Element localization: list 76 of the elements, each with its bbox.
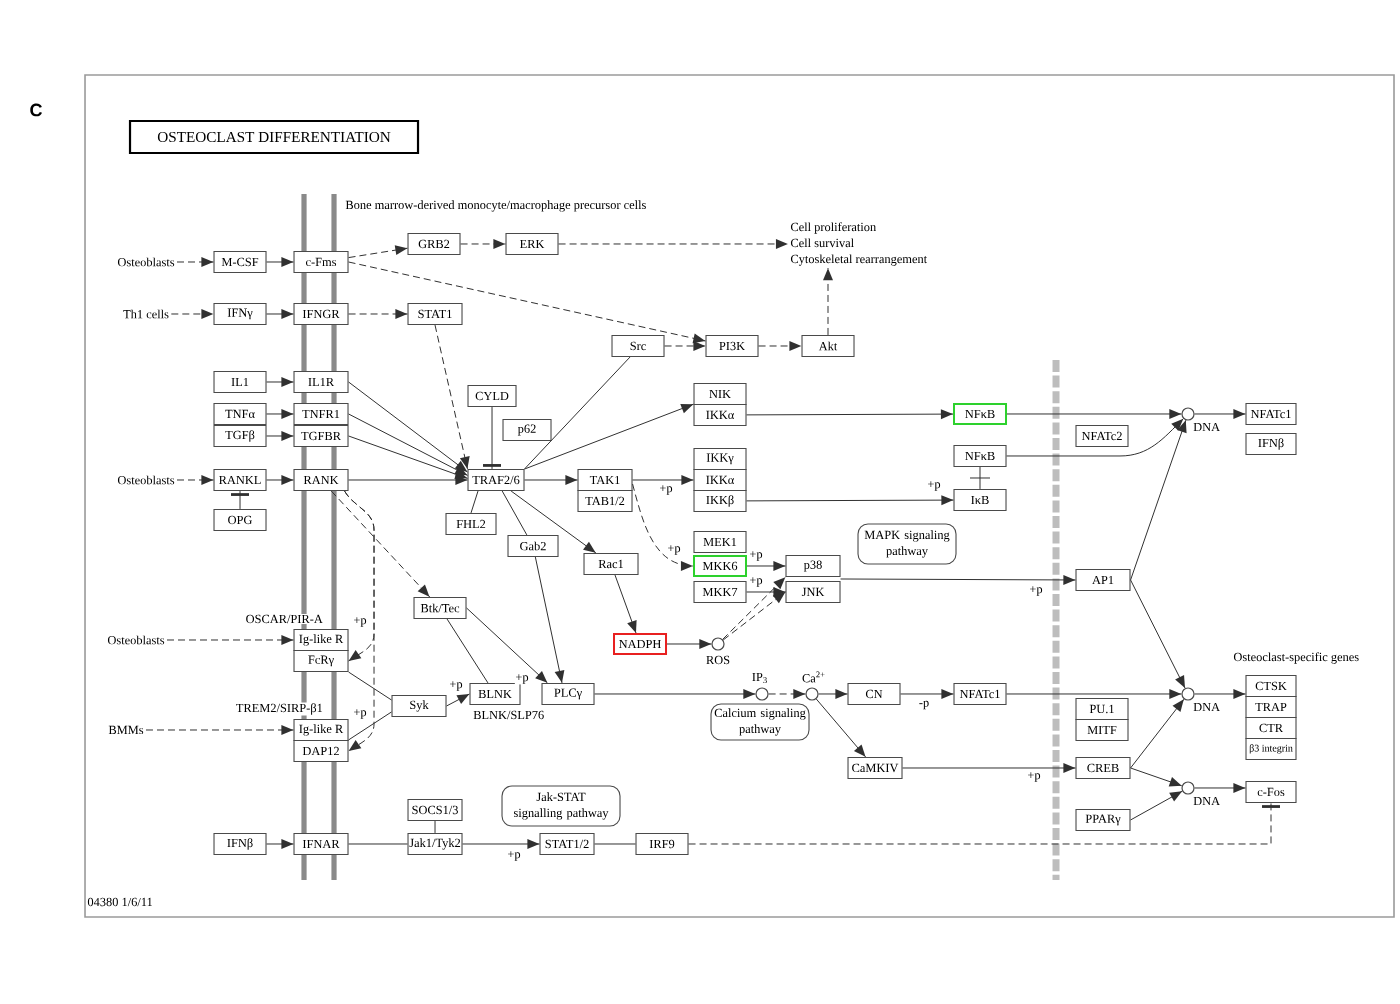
arrow [818, 689, 848, 699]
arrow [902, 763, 1076, 773]
arrow [746, 495, 954, 506]
arrow [1194, 409, 1246, 419]
arrow [446, 693, 470, 707]
panel-letter: C [30, 103, 43, 117]
arrow [558, 239, 789, 249]
link-line [594, 843, 636, 845]
arrow [1006, 409, 1182, 419]
arrow [614, 574, 637, 634]
arrow [632, 475, 694, 485]
arrow [664, 341, 706, 351]
arrow [1006, 689, 1182, 699]
arrow [1194, 783, 1246, 793]
arrow [1006, 418, 1184, 457]
arrow [348, 435, 468, 479]
link-line [501, 490, 528, 536]
arrow [823, 267, 833, 336]
arrow [524, 403, 694, 470]
arrow [266, 257, 294, 267]
arrow [524, 475, 578, 485]
arrow [815, 698, 867, 758]
arrow [348, 261, 706, 344]
arrow [466, 607, 548, 684]
arrow [344, 490, 375, 752]
link-line [470, 490, 479, 514]
arrow [176, 257, 214, 267]
arrow [1130, 767, 1183, 787]
arrow [722, 591, 786, 641]
arrow [145, 725, 294, 735]
link-line [434, 820, 436, 834]
arrow [266, 309, 294, 319]
arrow [1130, 419, 1187, 581]
arrow [746, 561, 786, 571]
link-line [348, 671, 392, 701]
arrow [1130, 698, 1185, 769]
arrow [722, 576, 786, 640]
arrow [1130, 790, 1183, 821]
arrow [348, 381, 468, 473]
arrow [758, 341, 802, 351]
arrow [900, 689, 954, 699]
link-line [348, 711, 392, 741]
arrow [330, 490, 431, 598]
arrow [1194, 689, 1246, 699]
link-line [969, 466, 991, 490]
arrow [266, 431, 294, 441]
arrow [534, 556, 565, 684]
arrow [462, 839, 540, 849]
arrow [266, 409, 294, 419]
link-line [348, 843, 408, 845]
inhibition-line [688, 802, 1280, 845]
arrow [348, 245, 408, 259]
arrow [170, 309, 214, 319]
arrow [266, 839, 294, 849]
arrow [266, 475, 294, 485]
arrow [840, 574, 1076, 585]
arrow [510, 490, 597, 554]
arrow [266, 377, 294, 387]
inhibition-line [483, 406, 501, 470]
arrow [746, 409, 954, 420]
link-line [446, 618, 489, 684]
arrow [1130, 579, 1186, 689]
link-line [524, 356, 631, 470]
arrow [666, 639, 712, 649]
arrow [348, 475, 468, 485]
arrow [166, 635, 294, 645]
arrow [434, 324, 470, 470]
arrow [768, 689, 806, 699]
arrow [594, 689, 756, 699]
arrow [348, 413, 468, 476]
inhibition-line [231, 490, 249, 510]
arrow [460, 239, 506, 249]
arrow [176, 475, 214, 485]
arrow [746, 587, 786, 597]
arrow [632, 483, 694, 571]
arrow [348, 309, 408, 319]
